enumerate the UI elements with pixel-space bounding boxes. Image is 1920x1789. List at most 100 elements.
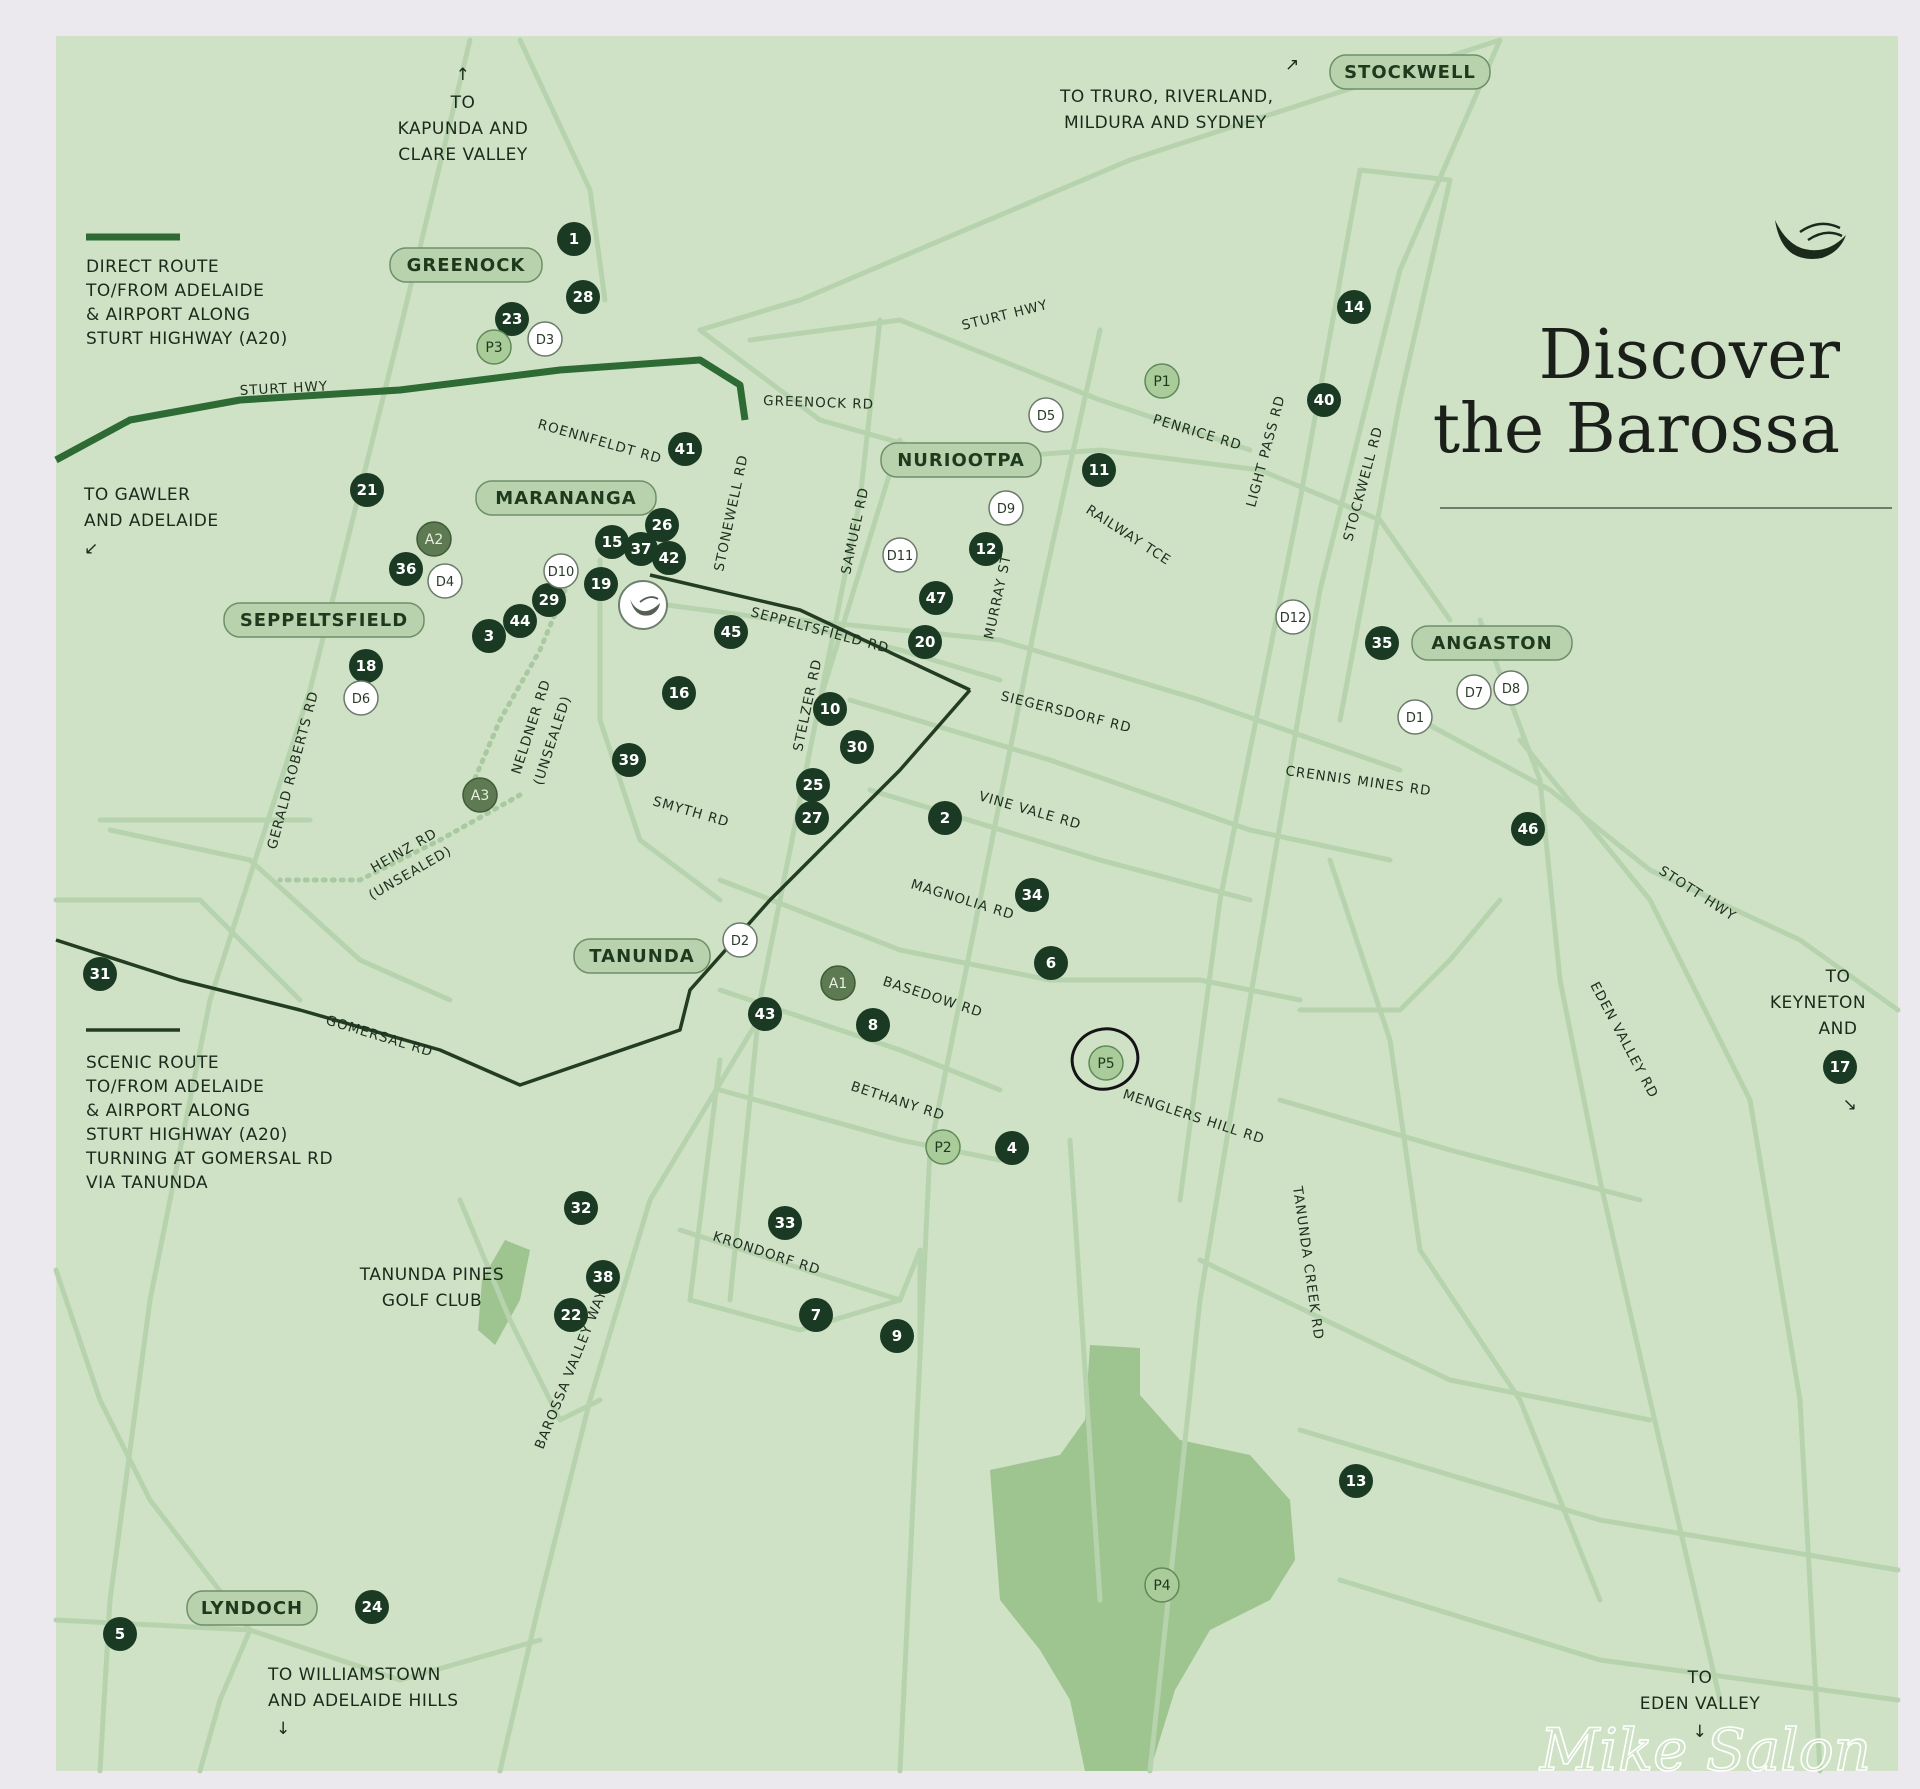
winery-marker-46: 46 <box>1511 812 1545 846</box>
barossa-centre-icon <box>618 580 668 630</box>
town-stockwell: STOCKWELL <box>1329 54 1491 90</box>
marker-label: 21 <box>357 481 378 499</box>
marker-label: 34 <box>1022 886 1043 904</box>
winery-marker-28: 28 <box>566 280 600 314</box>
marker-circle <box>795 801 829 835</box>
winery-marker-13: 13 <box>1339 1464 1373 1498</box>
marker-label: 17 <box>1830 1058 1851 1076</box>
marker-label: P3 <box>485 340 502 356</box>
town-label-text: ANGASTON <box>1431 633 1552 654</box>
marker-label: P5 <box>1097 1056 1114 1072</box>
winery-marker-24: 24 <box>355 1590 389 1624</box>
gawler-arrow-icon: ↙ <box>84 539 99 559</box>
marker-circle <box>969 532 1003 566</box>
town-pill <box>1411 625 1573 661</box>
keyneton-line-1: TO <box>1825 967 1851 987</box>
town-greenock: GREENOCK <box>389 247 543 283</box>
watermark: Mike Salon <box>1539 1716 1871 1784</box>
marker-label: D4 <box>436 575 454 590</box>
williamstown-line-1: TO WILLIAMSTOWN <box>267 1665 441 1685</box>
marker-circle <box>527 321 563 357</box>
kapunda-line-1: TO <box>450 93 476 113</box>
marker-label: D5 <box>1037 409 1055 424</box>
marker-circle <box>389 552 423 586</box>
winery-marker-22: 22 <box>554 1298 588 1332</box>
marker-circle <box>1144 363 1180 399</box>
marker-circle <box>495 302 529 336</box>
park-marker-p3: P3 <box>476 329 512 365</box>
marker-circle <box>1088 1045 1124 1081</box>
marker-label: 41 <box>675 440 696 458</box>
marker-circle <box>768 1206 802 1240</box>
marker-label: 31 <box>90 965 111 983</box>
dining-marker-d9: D9 <box>988 490 1024 526</box>
dining-marker-d4: D4 <box>427 563 463 599</box>
marker-label: A2 <box>425 532 443 548</box>
marker-circle <box>668 432 702 466</box>
marker-circle <box>1456 674 1492 710</box>
dining-marker-d7: D7 <box>1456 674 1492 710</box>
town-pill <box>573 938 711 974</box>
marker-circle <box>554 1298 588 1332</box>
marker-label: 19 <box>591 575 612 593</box>
williamstown-line-2: AND ADELAIDE HILLS <box>268 1691 459 1711</box>
winery-marker-21: 21 <box>350 473 384 507</box>
marker-circle <box>343 680 379 716</box>
park-area <box>990 1345 1295 1771</box>
town-label-text: MARANANGA <box>495 488 636 509</box>
marker-label: A1 <box>829 976 847 992</box>
marker-label: 18 <box>356 657 377 675</box>
marker-label: 6 <box>1046 954 1056 972</box>
winery-marker-4: 4 <box>995 1131 1029 1165</box>
marker-circle <box>532 583 566 617</box>
winery-marker-29: 29 <box>532 583 566 617</box>
marker-circle <box>566 280 600 314</box>
winery-marker-44: 44 <box>503 604 537 638</box>
marker-circle <box>1823 1050 1857 1084</box>
town-seppeltsfield: SEPPELTSFIELD <box>223 602 425 638</box>
winery-marker-43: 43 <box>748 997 782 1031</box>
marker-label: 2 <box>940 809 950 827</box>
winery-marker-12: 12 <box>969 532 1003 566</box>
marker-label: A3 <box>471 788 489 804</box>
marker-label: D12 <box>1280 611 1307 626</box>
legend-scenic-line-4: STURT HIGHWAY (A20) <box>86 1125 288 1145</box>
park-marker-p2: P2 <box>925 1129 961 1165</box>
marker-circle <box>1307 383 1341 417</box>
town-marananga: MARANANGA <box>475 480 657 516</box>
winery-marker-47: 47 <box>919 581 953 615</box>
marker-label: 25 <box>803 776 824 794</box>
marker-label: D1 <box>1406 711 1424 726</box>
marker-circle <box>1028 397 1064 433</box>
winery-marker-20: 20 <box>908 625 942 659</box>
dining-marker-d12: D12 <box>1275 599 1311 635</box>
marker-circle <box>543 553 579 589</box>
town-nuriootpa: NURIOOTPA <box>880 442 1042 478</box>
accommodation-marker-a3: A3 <box>462 777 498 813</box>
marker-label: D10 <box>548 565 575 580</box>
marker-circle <box>557 222 591 256</box>
marker-circle <box>908 625 942 659</box>
accommodation-marker-a1: A1 <box>820 965 856 1001</box>
dining-marker-d11: D11 <box>882 537 918 573</box>
marker-circle <box>856 1008 890 1042</box>
winery-marker-10: 10 <box>813 692 847 726</box>
marker-label: 20 <box>915 633 936 651</box>
marker-circle <box>925 1129 961 1165</box>
winery-marker-14: 14 <box>1337 290 1371 324</box>
legend-direct-line-3: & AIRPORT ALONG <box>86 305 250 325</box>
marker-label: 39 <box>619 751 640 769</box>
marker-circle <box>662 676 696 710</box>
road-label-greenock-rd: GREENOCK RD <box>763 393 874 413</box>
marker-circle <box>919 581 953 615</box>
town-pill <box>475 480 657 516</box>
winery-marker-25: 25 <box>796 768 830 802</box>
winery-marker-40: 40 <box>1307 383 1341 417</box>
town-label-text: NURIOOTPA <box>897 450 1025 471</box>
marker-circle <box>612 743 646 777</box>
barossa-logo-icon <box>1775 220 1846 259</box>
town-label-text: STOCKWELL <box>1344 62 1476 83</box>
direction-notes: ↑ TO KAPUNDA AND CLARE VALLEY ↗ TO TRURO… <box>83 55 1866 1742</box>
marker-label: 9 <box>892 1327 902 1345</box>
